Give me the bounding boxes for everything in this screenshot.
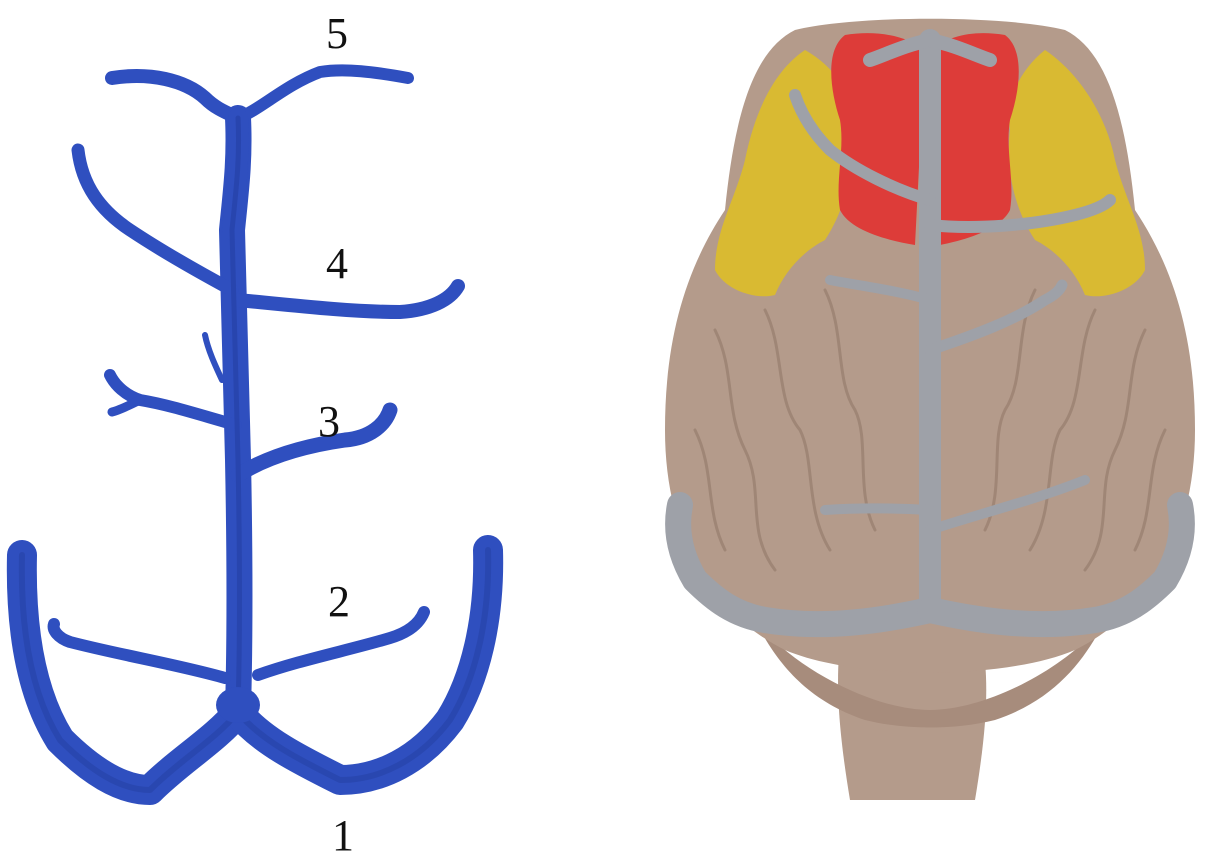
label-2: 2 <box>328 580 350 624</box>
vein-branch-4-left <box>78 150 232 290</box>
region-red-right <box>930 33 1019 245</box>
brain-dorsal-view <box>655 10 1205 810</box>
region-red-left <box>831 33 925 245</box>
vein-branch-3-left <box>110 375 236 425</box>
label-4: 4 <box>326 242 348 286</box>
vein-branch-5-left <box>112 76 238 118</box>
label-1: 1 <box>332 814 354 858</box>
vein-branch-3-right <box>238 410 390 475</box>
label-3: 3 <box>318 400 340 444</box>
vein-branch-2-left <box>54 624 225 678</box>
venous-sinus-model <box>0 0 520 861</box>
vein-branch-4-right <box>238 286 458 312</box>
vein-confluence <box>216 687 260 723</box>
gray-branch-2-left <box>825 509 930 511</box>
label-5: 5 <box>326 12 348 56</box>
vein-branch-5-right <box>238 70 408 118</box>
